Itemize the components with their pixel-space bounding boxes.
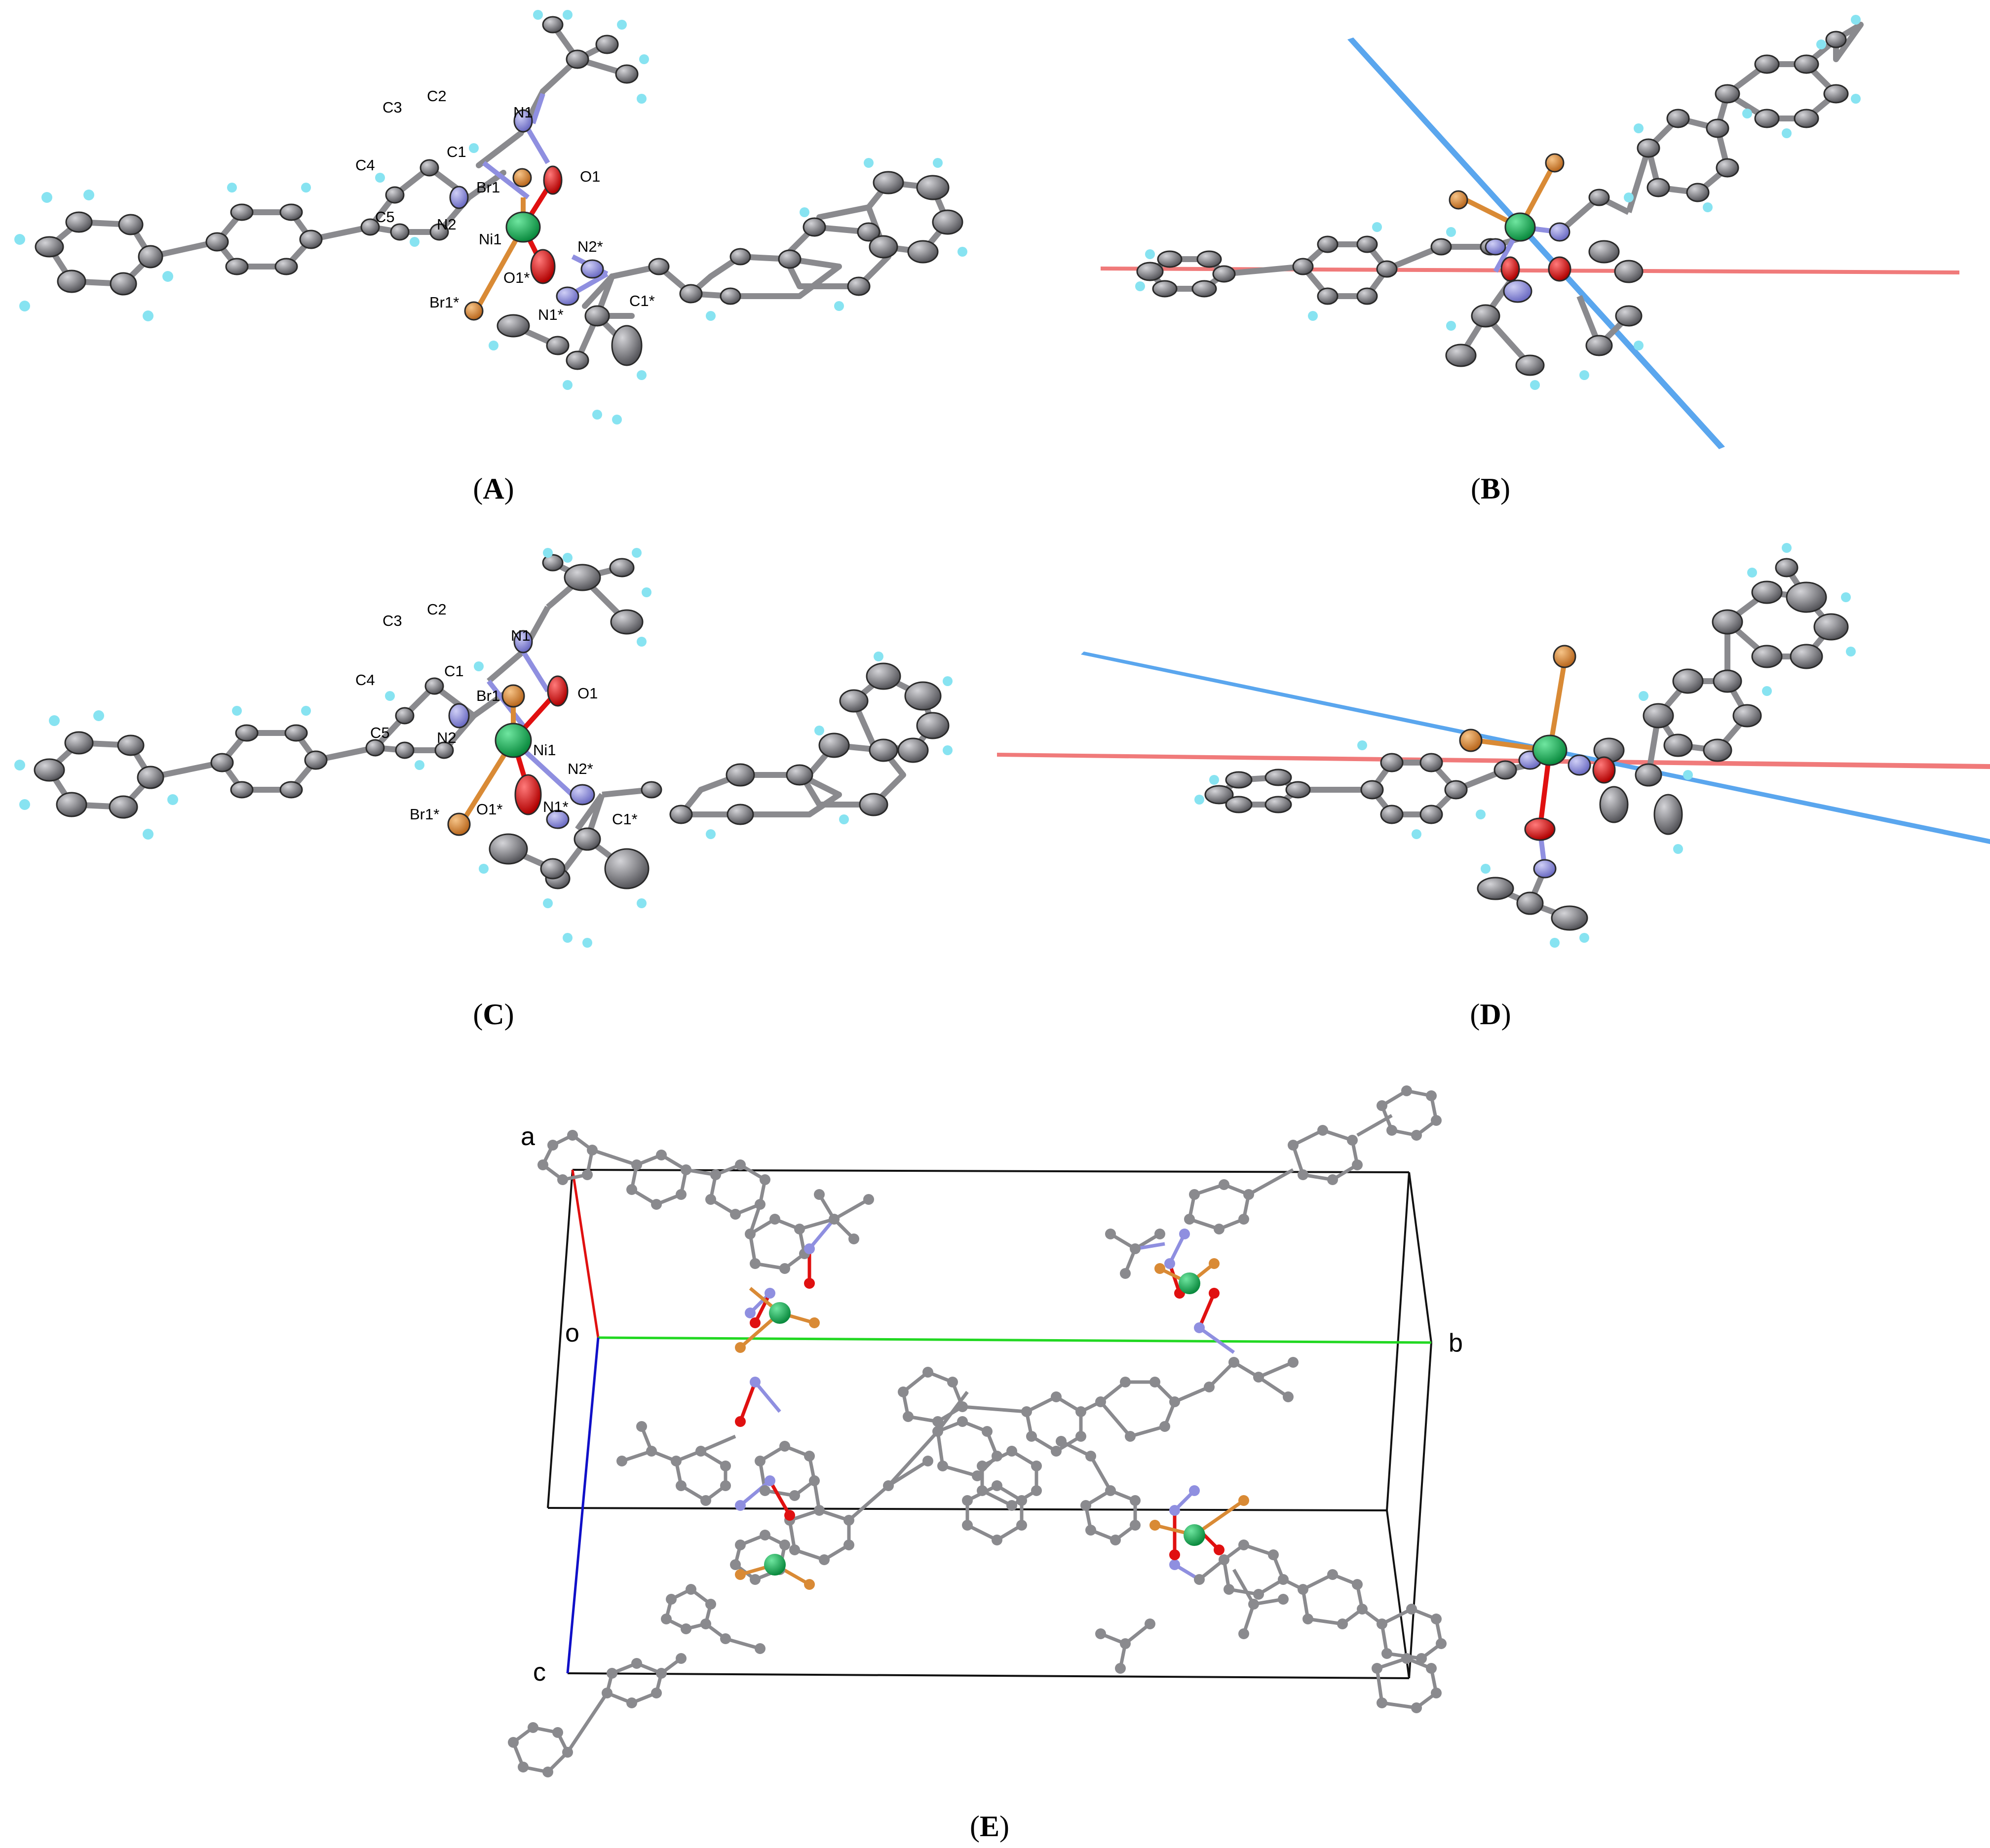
- atom-label: Ni1: [533, 741, 556, 759]
- axis-label-a: a: [521, 1122, 535, 1151]
- atom-label: N1*: [538, 306, 564, 323]
- panel-caption-a: (A): [473, 472, 514, 505]
- panel-c-molecule: C3 C2 N1 C4 C1 Br1 O1 C5 N2 Ni1 N2* Br1*…: [14, 548, 953, 1031]
- axis-a: [571, 1169, 600, 1338]
- atom-label: O1*: [476, 801, 502, 818]
- panel-caption-d: (D): [1470, 998, 1511, 1031]
- atom-label: C1: [447, 143, 466, 160]
- panel-d-molecule: (D): [997, 543, 1990, 1031]
- panel-b-molecule: (B): [1101, 15, 1959, 505]
- atom-label: C1: [444, 662, 464, 680]
- panel-a-molecule: N1 C2 C3 C1 O1 C4 Br1 N2 C5 Ni1 N2* O1* …: [14, 10, 967, 505]
- mean-plane-red: [1101, 267, 1959, 274]
- panel-caption-e: (E): [970, 1810, 1009, 1843]
- panel-caption-b: (B): [1471, 472, 1510, 505]
- mean-plane-blue: [1347, 38, 1725, 449]
- atom-label: C1*: [629, 292, 655, 309]
- atom-label: N2*: [568, 760, 593, 777]
- atom-label: C4: [355, 156, 375, 174]
- axis-label-b: b: [1449, 1329, 1463, 1357]
- atom-label: C3: [383, 99, 402, 116]
- atom-label: C3: [383, 612, 402, 629]
- axis-label-o: o: [565, 1319, 579, 1348]
- atom-label: C4: [355, 671, 375, 689]
- atom-label: N1: [511, 627, 531, 644]
- atom-label: N2: [437, 729, 457, 746]
- atom-label: O1: [580, 168, 600, 185]
- atom-label: C5: [370, 724, 390, 741]
- unit-cell-box: [547, 1169, 1432, 1679]
- panel-caption-c: (C): [473, 998, 514, 1031]
- atom-label: C2: [427, 601, 447, 618]
- atom-label: Ni1: [479, 231, 502, 248]
- atom-label: O1: [577, 685, 598, 702]
- atom-label: N1: [513, 104, 533, 121]
- atom-label: Br1: [476, 179, 500, 196]
- axis-c: [566, 1337, 600, 1674]
- atom-label: C2: [427, 87, 447, 105]
- atom-label: C1*: [612, 810, 638, 828]
- atom-label: Br1: [476, 687, 500, 704]
- axis-label-c: c: [533, 1658, 546, 1687]
- atom-label: N1*: [543, 798, 569, 815]
- atom-label: Br1*: [410, 806, 439, 823]
- atom-label: N2: [437, 216, 457, 233]
- mean-plane-red: [997, 753, 1990, 769]
- atom-label: Br1*: [429, 294, 459, 311]
- axis-b: [598, 1336, 1432, 1344]
- atom-label: C5: [375, 208, 395, 226]
- atom-label: N2*: [577, 238, 603, 255]
- panel-e-unit-cell: a o b c: [508, 1085, 1463, 1843]
- atom-label: O1*: [503, 269, 530, 286]
